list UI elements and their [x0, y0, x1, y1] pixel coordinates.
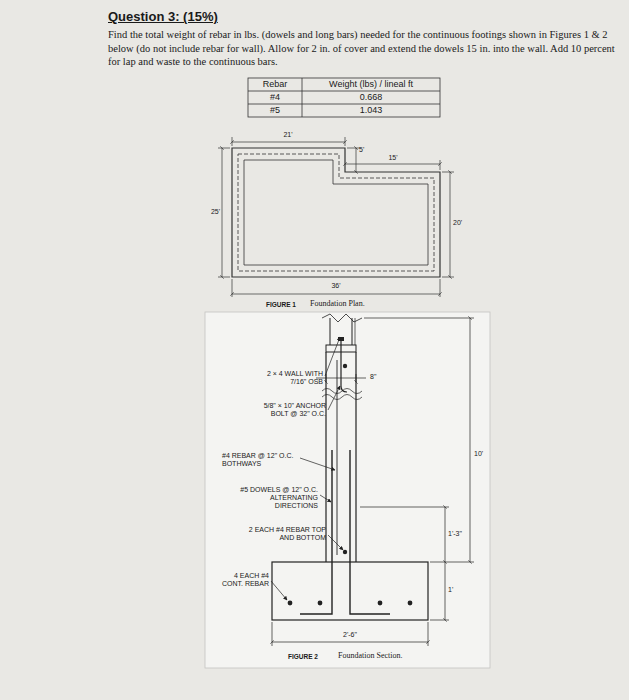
section-dimension — [430, 620, 449, 621]
leader-line — [300, 458, 335, 470]
section-dimension — [272, 622, 273, 646]
plan-dimension — [222, 148, 223, 277]
table-cell: #5 — [248, 105, 302, 115]
foundation-plan — [238, 154, 434, 271]
dimension: 15' — [381, 154, 405, 162]
callout-label: 5/8" × 10" ANCHOR BOLT @ 32" O.C. — [245, 402, 326, 418]
plan-dimension — [345, 164, 440, 165]
table-grid — [248, 91, 440, 92]
plan-dimension — [232, 279, 233, 297]
dimension: 20' — [453, 219, 462, 227]
table-cell: #4 — [248, 92, 302, 102]
figure-panel — [205, 312, 490, 668]
foundation-section — [355, 318, 356, 345]
question-text: Find the total weight of rebar in lbs. (… — [108, 28, 620, 69]
section-dimension — [470, 318, 471, 562]
foundation-plan — [232, 148, 440, 277]
foundation-plan — [232, 148, 440, 277]
foundation-section — [318, 601, 323, 606]
dimension: 25' — [204, 208, 220, 216]
figure-label: FIGURE 1 — [266, 301, 296, 308]
figure-caption: Foundation Plan. — [310, 299, 365, 308]
leader-line — [320, 495, 331, 502]
section-dimension — [316, 378, 366, 379]
foundation-section — [350, 450, 390, 614]
dimension: 1' — [448, 586, 453, 594]
plan-dimension — [356, 148, 357, 172]
foundation-section — [272, 562, 428, 620]
table-grid — [302, 78, 303, 117]
section-dimension — [445, 562, 446, 620]
plan-dimension — [232, 137, 233, 146]
dimension: 21' — [278, 131, 298, 139]
plan-dimension — [345, 137, 346, 146]
callout-label: 2 EACH #4 REBAR TOP AND BOTTOM — [245, 526, 326, 542]
table-cell: Weight (lbs) / lineal ft — [302, 79, 440, 89]
plan-dimension — [440, 279, 441, 297]
section-dimension — [272, 642, 428, 643]
plan-dimension — [440, 160, 441, 170]
foundation-section — [322, 314, 362, 322]
foundation-section — [337, 360, 338, 555]
callout-label: #4 REBAR @ 12" O.C. BOTHWAYS — [222, 452, 298, 468]
figure-label: FIGURE 2 — [288, 653, 318, 660]
plan-dimension — [218, 137, 454, 297]
plan-dimension — [218, 277, 230, 278]
foundation-section — [288, 601, 293, 606]
plan-dimension — [232, 294, 440, 295]
table-grid — [248, 78, 440, 117]
dimension: 10' — [474, 450, 483, 458]
leader-line — [271, 581, 287, 600]
leader-line — [328, 535, 343, 550]
plan-dimension — [347, 148, 360, 149]
section-dimension — [428, 622, 429, 646]
dimension: 1'-3" — [448, 530, 462, 538]
callout-label: 4 EACH #4 CONT. REBAR — [216, 572, 269, 588]
dimension: 36' — [326, 282, 346, 290]
foundation-section — [330, 318, 331, 345]
plan-dimension — [450, 172, 451, 277]
dimension: 2'-6" — [336, 631, 364, 639]
table-grid — [248, 104, 440, 105]
leader-line — [328, 386, 340, 410]
foundation-section — [343, 364, 347, 368]
foundation-section — [408, 601, 413, 606]
question-title: Question 3: (15%) — [108, 10, 218, 25]
plan-dimension — [218, 148, 230, 149]
table-grid — [248, 78, 440, 117]
dimension: 5' — [359, 146, 364, 154]
section-dimension — [360, 507, 449, 508]
section-dimension — [430, 562, 474, 563]
plan-dimension — [232, 142, 345, 143]
foundation-section — [352, 318, 353, 345]
plan-dimension — [442, 172, 454, 173]
plan-dimension — [442, 277, 454, 278]
section-dimension — [356, 374, 357, 382]
foundation-section — [322, 395, 362, 400]
figure-caption: Foundation Section. — [338, 651, 402, 660]
section-dimension — [364, 318, 474, 319]
section-dimension — [445, 507, 446, 562]
callout-label: 2 × 4 WALL WITH 7/16" OSB — [262, 370, 323, 386]
table-cell: 0.668 — [302, 92, 440, 102]
callout-label: #5 DOWELS @ 12" O.C. ALTERNATING DIRECTI… — [237, 486, 318, 510]
foundation-section — [272, 314, 428, 620]
foundation-section — [378, 601, 383, 606]
foundation-plan — [244, 160, 428, 265]
table-cell: 1.043 — [302, 105, 440, 115]
foundation-section — [343, 550, 347, 554]
leader-line — [325, 337, 340, 376]
table-cell: Rebar — [248, 79, 302, 89]
section-dimension — [326, 374, 327, 382]
foundation-section — [341, 340, 347, 392]
foundation-section — [355, 352, 356, 562]
dimension: 8" — [370, 373, 376, 381]
section-dimension — [272, 318, 474, 646]
